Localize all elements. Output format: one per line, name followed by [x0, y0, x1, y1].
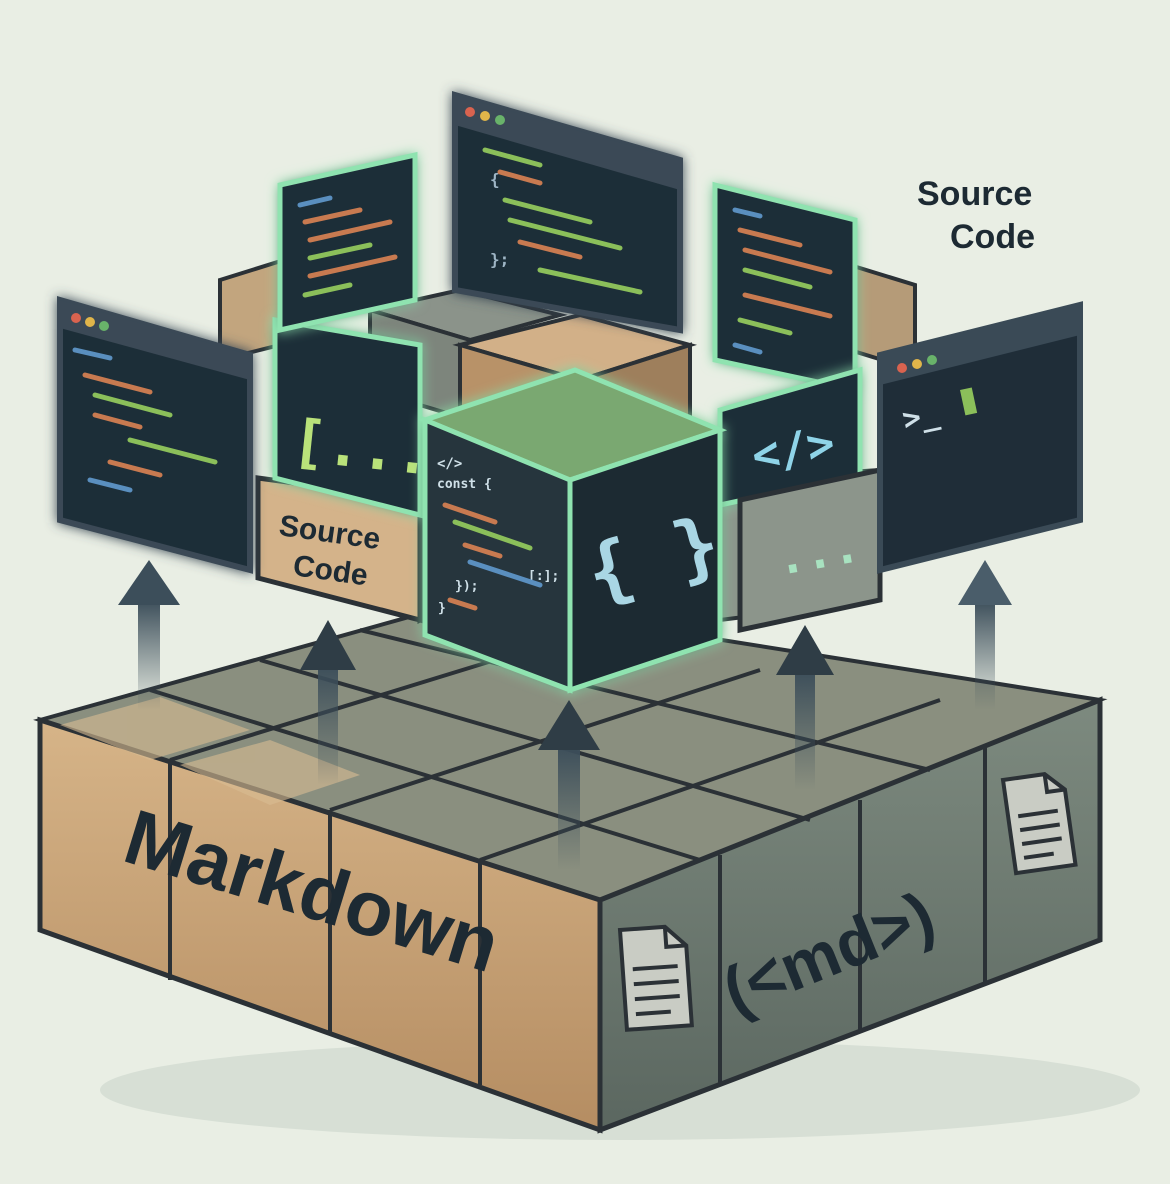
code-lines-upper-left — [297, 195, 398, 298]
cube-tag: </> — [437, 456, 462, 472]
cube-code-lines — [442, 502, 543, 611]
document-icon — [617, 924, 694, 1032]
ellipsis-block — [737, 466, 883, 634]
code-lines-left — [72, 347, 218, 493]
window-dots-icon — [465, 107, 505, 125]
cube-close: }); — [455, 579, 478, 594]
arrow-up-icon — [300, 620, 356, 785]
terminal-window — [877, 301, 1083, 574]
arrow-up-icon — [538, 700, 600, 870]
cube-arr: [:]; — [528, 569, 559, 584]
window-dots-icon — [897, 355, 937, 373]
code-window-center — [452, 91, 683, 334]
arrow-up-icon — [776, 625, 834, 790]
code-close-brace: }; — [490, 250, 509, 269]
document-icon — [1000, 772, 1078, 876]
source-code-top-line2: Code — [950, 218, 1035, 256]
arrow-up-icon — [958, 560, 1012, 710]
arrow-up-icon — [118, 560, 180, 710]
code-lines-right — [732, 207, 833, 355]
code-window-left — [57, 296, 253, 574]
window-dots-icon — [71, 313, 109, 331]
brackets-panel — [272, 317, 423, 519]
code-lines-center — [482, 147, 643, 295]
terminal-prompt: >_ — [899, 396, 943, 438]
code-window-right — [712, 181, 858, 394]
source-code-top-line1: Source — [917, 175, 1032, 213]
terminal-icon: >_ — [899, 387, 978, 438]
cube-const: const { — [437, 477, 492, 492]
code-window-upper-left — [277, 151, 418, 334]
cube-end: } — [438, 601, 446, 616]
code-open-brace: { — [490, 170, 500, 189]
